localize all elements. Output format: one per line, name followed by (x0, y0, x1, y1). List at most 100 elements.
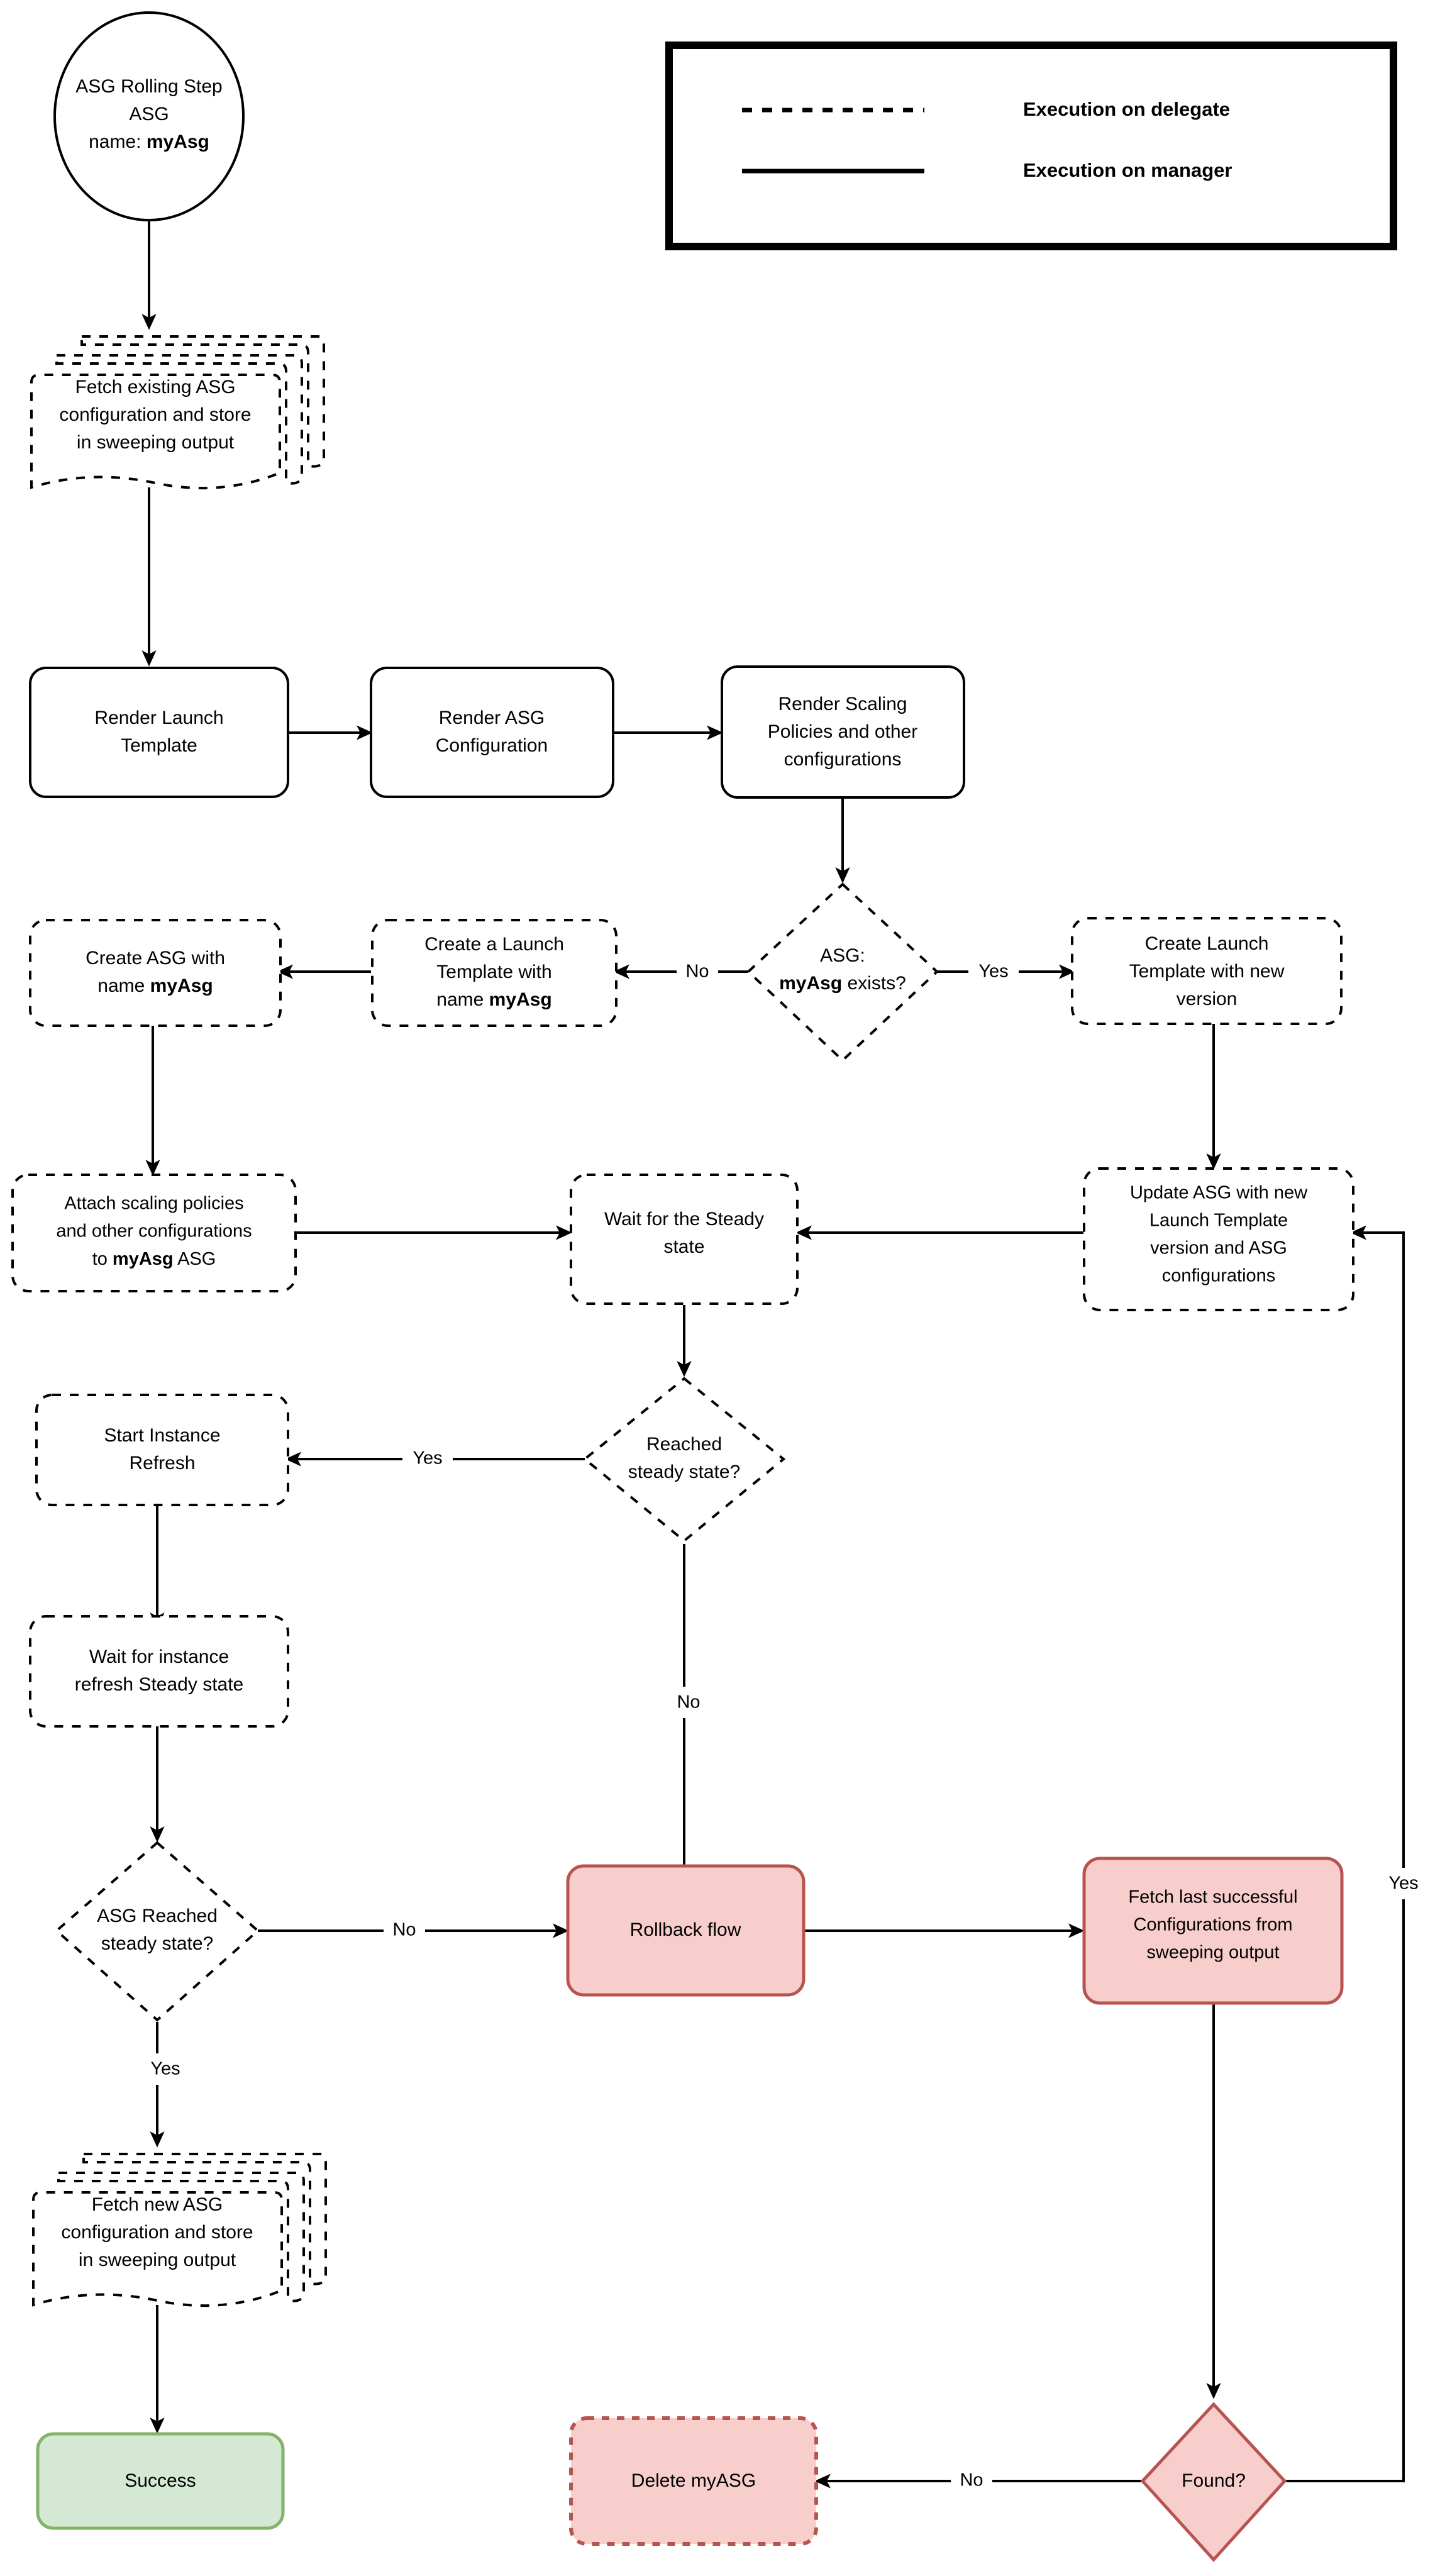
edge-found-yes-loop (1285, 1225, 1405, 2482)
edge-label-asg-exists-no: No (685, 962, 709, 982)
wait-instance-refresh-box[interactable] (29, 1615, 289, 1728)
node-fetch-existing[interactable]: Fetch existing ASG configuration and sto… (30, 335, 325, 490)
node-reached-steady-state[interactable]: Reached steady state? (582, 1377, 786, 1543)
start-refresh-line-1: Start Instance (104, 1425, 220, 1446)
node-update-asg[interactable]: Update ASG with new Launch Template vers… (1083, 1167, 1354, 1311)
create-a-lt-line-1: Create a Launch (424, 934, 564, 955)
wait-refresh-line-2: refresh Steady state (75, 1674, 243, 1695)
node-fetch-last-successful[interactable]: Fetch last successful Configurations fro… (1082, 1857, 1344, 2005)
fetch-new-doc-front[interactable] (32, 2191, 283, 2307)
node-rollback-flow[interactable]: Rollback flow (566, 1864, 806, 1997)
reached-steady-diamond[interactable] (582, 1377, 786, 1543)
legend-label-delegate: Execution on delegate (1023, 98, 1230, 120)
node-create-a-launch-template[interactable]: Create a Launch Template with name myAsg (371, 919, 618, 1027)
node-wait-instance-refresh[interactable]: Wait for instance refresh Steady state (29, 1615, 289, 1728)
fetch-existing-line-3: in sweeping output (77, 432, 235, 453)
node-attach-scaling-policies[interactable]: Attach scaling policies and other config… (11, 1174, 297, 1292)
delete-myasg-box[interactable] (569, 2416, 818, 2546)
fetch-new-doc-back (82, 2153, 327, 2285)
create-lt-new-line-3: version (1177, 989, 1238, 1009)
node-create-asg[interactable]: Create ASG with name myAsg (29, 919, 282, 1027)
node-start[interactable]: ASG Rolling Step ASG name: myAsg (53, 11, 245, 221)
wait-steady-line-1: Wait for the Steady (604, 1209, 764, 1230)
fetch-last-line-1: Fetch last successful (1128, 1887, 1297, 1907)
found-diamond[interactable] (1140, 2402, 1287, 2562)
edge-label-found-no: No (960, 2470, 983, 2490)
node-render-asg-config[interactable]: Render ASG Configuration (370, 667, 614, 798)
edge-labels: No Yes Yes No No Yes No Yes (140, 956, 1429, 2496)
legend: Execution on delegate Execution on manag… (665, 42, 1397, 250)
asg-exists-line-2: myAsg exists? (779, 973, 906, 994)
create-a-lt-line-3: name myAsg (436, 989, 551, 1010)
asg-reached-diamond[interactable] (54, 1841, 260, 2022)
fetch-existing-doc-front[interactable] (30, 374, 281, 490)
edges: create a launch template --> create laun… (141, 220, 1405, 2489)
fetch-existing-doc-mid (55, 354, 303, 485)
render-scaling-line-3: configurations (784, 749, 902, 770)
attach-scaling-line-1: Attach scaling policies (64, 1194, 243, 1214)
asg-reached-line-1: ASG Reached (97, 1906, 218, 1926)
wait-steady-box[interactable] (570, 1174, 799, 1305)
render-asg-config-box[interactable] (370, 667, 614, 798)
start-line-1: ASG Rolling Step (75, 76, 222, 97)
fetch-new-doc-mid (57, 2172, 305, 2302)
fetch-last-line-2: Configurations from (1133, 1915, 1292, 1935)
node-fetch-new-asg[interactable]: Fetch new ASG configuration and store in… (32, 2153, 327, 2307)
fetch-last-line-3: sweeping output (1146, 1943, 1279, 1963)
node-success[interactable]: Success (36, 2432, 285, 2530)
update-asg-line-3: version and ASG (1150, 1238, 1287, 1258)
render-scaling-line-1: Render Scaling (778, 694, 907, 714)
create-lt-new-box[interactable] (1071, 917, 1343, 1025)
edge-label-asg-reached-yes: Yes (150, 2059, 180, 2079)
fetch-new-line-2: configuration and store (61, 2222, 253, 2243)
node-render-launch-template[interactable]: Render Launch Template (29, 667, 289, 798)
asg-exists-line-1: ASG: (820, 945, 865, 966)
edge-label-reached-steady-yes: Yes (413, 1448, 442, 1468)
success-label: Success (125, 2470, 196, 2491)
rollback-flow-box[interactable] (566, 1864, 806, 1997)
edge-label-reached-steady-no: No (677, 1692, 700, 1713)
fetch-last-successful-box[interactable] (1082, 1857, 1344, 2005)
node-found[interactable]: Found? (1140, 2402, 1287, 2562)
rollback-flow-label: Rollback flow (630, 1919, 741, 1940)
node-asg-reached-steady-state[interactable]: ASG Reached steady state? (54, 1841, 260, 2022)
create-asg-line-2: name myAsg (97, 975, 213, 996)
edge-label-asg-exists-yes: Yes (978, 962, 1008, 982)
render-asg-config-line-1: Render ASG (439, 708, 545, 728)
create-asg-line-1: Create ASG with (86, 948, 225, 969)
fetch-existing-line-1: Fetch existing ASG (75, 377, 235, 397)
update-asg-line-1: Update ASG with new (1130, 1183, 1308, 1203)
found-label: Found? (1182, 2470, 1246, 2491)
node-start-instance-refresh[interactable]: Start Instance Refresh (35, 1394, 289, 1506)
node-asg-exists[interactable]: ASG: myAsg exists? (746, 882, 939, 1062)
update-asg-line-4: configurations (1162, 1266, 1276, 1286)
edge-label-found-yes: Yes (1388, 1874, 1418, 1894)
start-refresh-line-2: Refresh (129, 1453, 195, 1474)
create-lt-new-line-2: Template with new (1129, 961, 1285, 982)
asg-reached-line-2: steady state? (101, 1933, 213, 1954)
create-asg-box[interactable] (29, 919, 282, 1027)
success-box[interactable] (36, 2432, 285, 2530)
start-instance-refresh-box[interactable] (35, 1394, 289, 1506)
node-delete-myasg[interactable]: Delete myASG (569, 2416, 818, 2546)
node-wait-steady-state[interactable]: Wait for the Steady state (570, 1174, 799, 1305)
render-scaling-line-2: Policies and other (768, 721, 917, 742)
asg-exists-diamond[interactable] (746, 882, 939, 1062)
delete-myasg-label: Delete myASG (631, 2470, 756, 2491)
update-asg-line-2: Launch Template (1149, 1211, 1288, 1231)
update-asg-box[interactable] (1083, 1167, 1354, 1311)
start-asg-name: myAsg (147, 131, 209, 152)
attach-scaling-box[interactable] (11, 1174, 297, 1292)
start-ellipse[interactable] (53, 11, 245, 221)
create-a-lt-box[interactable] (371, 919, 618, 1027)
fetch-existing-line-2: configuration and store (59, 404, 251, 425)
render-asg-config-line-2: Configuration (436, 735, 548, 756)
start-line-2: ASG (129, 104, 169, 125)
wait-refresh-line-1: Wait for instance (89, 1646, 229, 1667)
render-launch-template-line-1: Render Launch (94, 708, 223, 728)
node-create-launch-template-new-version[interactable]: Create Launch Template with new version (1071, 917, 1343, 1025)
render-scaling-policies-box[interactable] (721, 665, 965, 799)
render-launch-template-box[interactable] (29, 667, 289, 798)
node-render-scaling-policies[interactable]: Render Scaling Policies and other config… (721, 665, 965, 799)
